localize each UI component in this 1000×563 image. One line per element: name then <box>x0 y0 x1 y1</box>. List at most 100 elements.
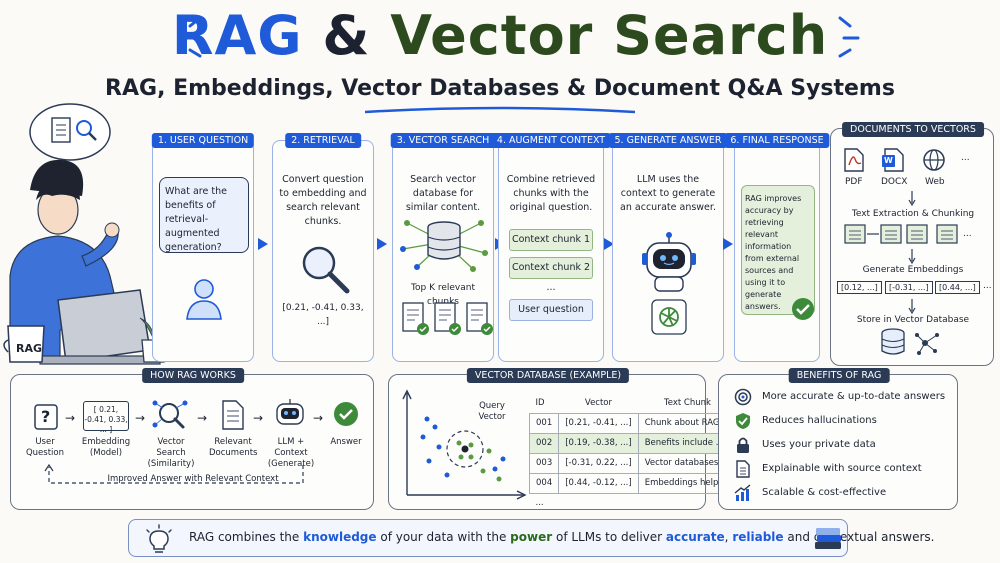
document-icon <box>222 400 244 430</box>
question-mark: ? <box>41 407 51 426</box>
down-arrow-icon <box>908 191 916 207</box>
table-cell: ... <box>535 498 544 509</box>
table-row-highlighted: 002 [0.19, -0.38, ...] Benefits include … <box>528 432 738 454</box>
loop-label: Improved Answer with Relevant Context <box>107 474 279 484</box>
step-card-user-question: 1. USER QUESTION What are the benefits o… <box>151 133 255 362</box>
query-vector-text: [0.21, -0.41, 0.33, ...] <box>282 303 364 327</box>
document-icon <box>736 460 750 478</box>
web-globe-icon <box>923 149 945 171</box>
context-chunk-2: Context chunk 2 <box>509 257 593 279</box>
embedding-vector-more: ... <box>983 281 992 291</box>
retrieval-text: Convert question to embedding and search… <box>279 174 367 227</box>
augment-text: Combine retrieved chunks with the origin… <box>506 174 596 213</box>
flow-label-relevant-docs: Relevant Documents <box>209 437 258 458</box>
more-chunks: ... <box>963 229 972 239</box>
final-response-text: RAG improves accuracy by retrieving rele… <box>745 194 802 311</box>
step-header: 1. USER QUESTION <box>151 133 255 148</box>
step-arrow <box>723 238 733 250</box>
step-card-generate-answer: 5. GENERATE ANSWER LLM uses the context … <box>608 133 728 362</box>
sparkle-left-icon <box>180 16 202 58</box>
llm-logo-icon <box>651 299 687 335</box>
flow-label-user-question: User Question <box>25 437 65 458</box>
top-k-label: Top K relevant chunks <box>411 283 475 307</box>
vector-database-icon <box>881 328 939 355</box>
database-network-icon <box>400 220 488 272</box>
relevant-chunks-icon <box>402 302 493 335</box>
step-header: 5. GENERATE ANSWER <box>608 133 728 148</box>
flow-arrow: → <box>135 411 146 425</box>
vector-db-panel: VECTOR DATABASE (EXAMPLE) Query Vector I… <box>388 368 738 510</box>
question-text: What are the benefits of retrieval-augme… <box>165 186 227 253</box>
docx-label: DOCX <box>881 177 908 187</box>
table-cell: [-0.31, 0.22, ...] <box>558 452 639 474</box>
embedding-box: [ 0.21, -0.41, 0.33, ... ] <box>83 401 129 434</box>
table-cell: 001 <box>528 412 560 434</box>
table-cell: 003 <box>528 452 560 474</box>
more-sources: ... <box>961 153 970 163</box>
down-arrow-icon <box>908 249 916 265</box>
store-label: Store in Vector Database <box>856 315 970 325</box>
step-card-vector-search: 3. VECTOR SEARCH Search vector database … <box>390 133 496 362</box>
flow-arrow: → <box>65 411 76 425</box>
how-rag-header: HOW RAG WORKS <box>142 368 244 383</box>
target-icon <box>734 388 752 406</box>
step-arrow <box>377 238 387 250</box>
web-label: Web <box>925 177 945 187</box>
thought-cloud-icon <box>29 103 111 186</box>
person-illustration <box>3 103 167 365</box>
step-card-retrieval: 2. RETRIEVAL Convert question to embeddi… <box>272 133 374 362</box>
sparkle-right-icon <box>838 16 860 58</box>
embed-label: Generate Embeddings <box>862 265 964 275</box>
footer-banner: RAG combines the knowledge of your data … <box>128 519 935 557</box>
table-row: 004 [0.44, -0.12, ...] Embeddings help .… <box>528 472 738 494</box>
table-row: 003 [-0.31, 0.22, ...] Vector databases … <box>528 452 738 474</box>
user-question-chip: User question <box>509 299 593 321</box>
docx-icon <box>882 148 904 172</box>
flow-arrow: → <box>197 411 208 425</box>
extract-label: Text Extraction & Chunking <box>851 209 975 219</box>
benefits-header: BENEFITS OF RAG <box>788 368 890 383</box>
lock-icon <box>737 437 749 453</box>
context-chunk-1: Context chunk 1 <box>509 229 593 251</box>
table-cell: 002 <box>528 432 560 454</box>
flow-label-llm-context: LLM + Context (Generate) <box>267 437 315 469</box>
subtitle-underline <box>364 106 636 114</box>
user-avatar-icon <box>186 279 222 320</box>
benefit-item: Reduces hallucinations <box>762 415 877 426</box>
vector-db-header: VECTOR DATABASE (EXAMPLE) <box>466 368 630 383</box>
flow-label-embedding: Embedding (Model) <box>81 437 131 458</box>
table-header-row: ID Vector Text Chunk <box>530 393 737 413</box>
generate-text: LLM uses the context to generate an accu… <box>620 174 716 213</box>
step-header: 3. VECTOR SEARCH <box>390 133 496 148</box>
step-header: 6. FINAL RESPONSE <box>724 133 830 148</box>
benefit-item: Uses your private data <box>762 439 876 450</box>
flow-label-vector-search: Vector Search (Similarity) <box>147 437 195 469</box>
step-header: 4. AUGMENT CONTEXT <box>490 133 612 148</box>
table-cell: [0.21, -0.41, ...] <box>558 412 639 434</box>
vector-scatter-plot <box>402 389 527 500</box>
embedding-vector-3: [0.44, ...] <box>935 281 980 294</box>
table-header: Text Chunk <box>664 397 711 408</box>
table-cell: [0.19, -0.38, ...] <box>558 432 639 454</box>
table-cell: 004 <box>528 472 560 494</box>
final-response-box <box>741 185 815 315</box>
feedback-loop-arrow <box>44 463 304 484</box>
chunks-icon <box>844 224 958 244</box>
pdf-label: PDF <box>845 177 863 187</box>
books-icon <box>815 528 841 549</box>
robot-icon <box>276 399 304 425</box>
benefit-item: Explainable with source context <box>762 463 922 474</box>
vector-db-table: ID Vector Text Chunk 001 [0.21, -0.41, .… <box>528 393 738 513</box>
vector-search-text: Search vector database for similar conte… <box>405 174 481 213</box>
docx-icon-letter: W <box>884 156 893 165</box>
table-cell: [0.44, -0.12, ...] <box>558 472 639 494</box>
down-arrow-icon <box>908 299 916 315</box>
question-bubble <box>159 177 249 253</box>
step-header: 2. RETRIEVAL <box>285 133 361 148</box>
growth-chart-icon <box>734 484 751 501</box>
similarity-search-icon <box>152 400 188 429</box>
shield-check-icon <box>736 413 750 429</box>
benefits-panel: BENEFITS OF RAG <box>718 368 958 510</box>
augment-ellipsis: ... <box>546 282 556 293</box>
flow-arrow: → <box>253 411 264 425</box>
